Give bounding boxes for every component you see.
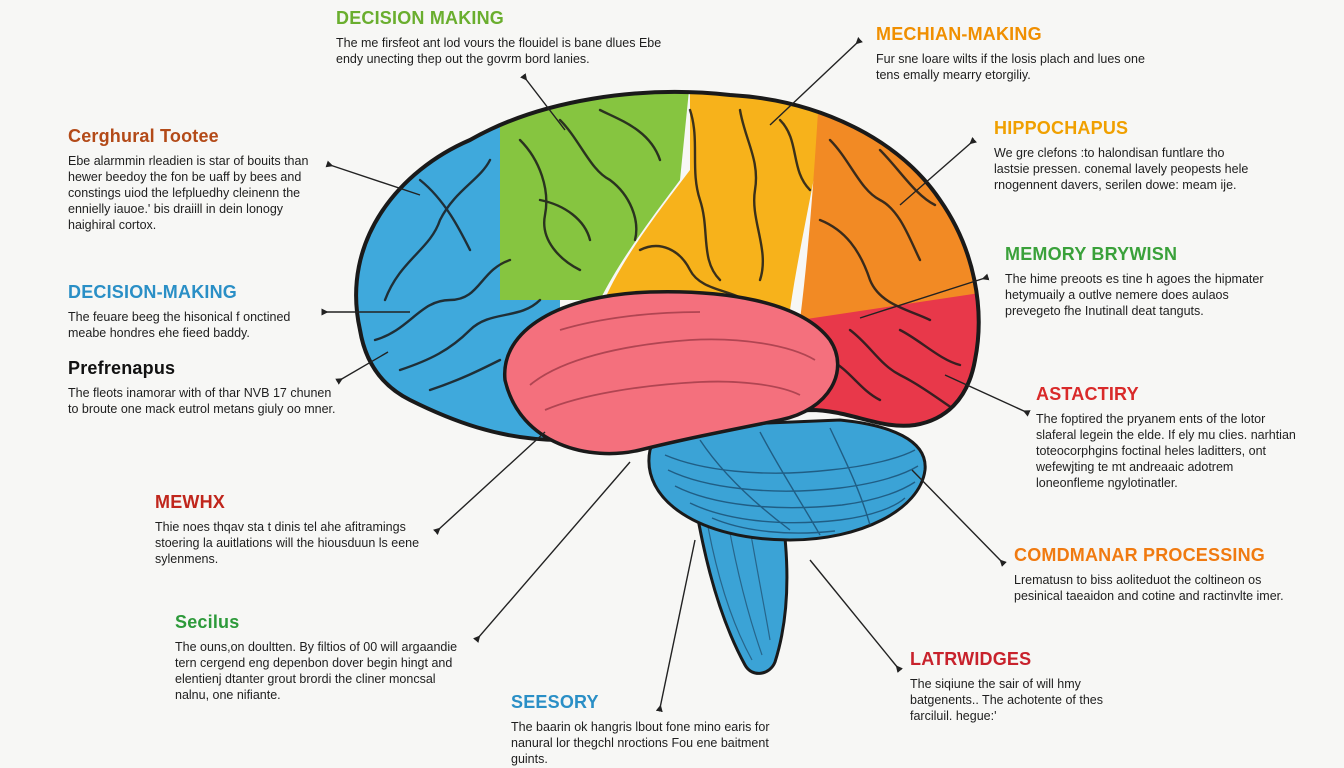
label-text: The baarin ok hangris lbout fone mino ea… [511,720,770,766]
yellow-lobe [600,92,830,310]
label-title: MEWHX [155,492,225,512]
leader-astactiry [944,374,1031,417]
label-secius: Secilus The ouns,on doultten. By filtios… [175,612,467,703]
label-mechian-making: MECHIAN-MAKING Fur sne loare wilts if th… [876,24,1146,83]
label-astactiry: ASTACTIRY The foptired the pryanem ents … [1036,384,1298,491]
label-title: LATRWIDGES [910,649,1032,669]
label-title: SEESORY [511,692,599,712]
leader-prefrenapus [335,351,389,385]
label-text: The siqiune the sair of will hmy batgene… [910,677,1103,723]
label-decision-making-left: DECISION-MAKING The feuare beeg the hiso… [68,282,324,341]
label-text: The foptired the pryanem ents of the lot… [1036,412,1296,490]
leader-secius [473,461,631,643]
label-latrwidges: LATRWIDGES The siqiune the sair of will … [910,649,1110,724]
label-title: HIPPOCHAPUS [994,118,1129,138]
label-title: MECHIAN-MAKING [876,24,1042,44]
label-text: Lrematusn to biss aoliteduot the coltine… [1014,573,1284,603]
label-text: We gre clefons :to halondisan funtlare t… [994,146,1249,192]
label-title: Secilus [175,612,240,632]
temporal-lobe [503,290,840,456]
leader-mewhx [433,431,546,535]
label-title: MEMORY BRYWISN [1005,244,1178,264]
leader-decision-making-top [520,73,566,131]
label-title: DECISION MAKING [336,8,505,28]
label-hippochapus: HIPPOCHAPUS We gre clefons :to halondisa… [994,118,1256,193]
leader-memory-brywisn [859,273,990,319]
label-text: Ebe alarmmin rleadien is star of bouits … [68,154,309,232]
label-text: The feuare beeg the hisonical f onctined… [68,310,291,340]
label-title: COMDMANAR PROCESSING [1014,545,1266,565]
label-text: The ouns,on doultten. By filtios of 00 w… [175,640,458,702]
leader-comdmanar-processing [911,469,1007,567]
label-decision-making-top: DECISION MAKING The me firsfeot ant lod … [336,8,676,67]
label-title: DECISION-MAKING [68,282,237,302]
leader-seesory [655,539,696,713]
label-comdmanar-processing: COMDMANAR PROCESSING Lrematusn to biss a… [1014,545,1284,604]
label-title: Prefrenapus [68,358,176,378]
leader-cerghural-tootee [325,160,421,196]
label-text: The fleots inamorar with of thar NVB 17 … [68,386,336,416]
leader-mechian-making [769,37,863,126]
label-cerghural-tootee: Cerghural Tootee Ebe alarmmin rleadien i… [68,126,330,233]
label-text: The hime preoots es tine h agoes the hip… [1005,272,1264,318]
label-text: Fur sne loare wilts if the losis plach a… [876,52,1145,82]
leader-latrwidges [809,559,903,673]
label-text: The me firsfeot ant lod vours the flouid… [336,36,662,66]
label-seesory: SEESORY The baarin ok hangris lbout fone… [511,692,793,767]
label-mewhx: MEWHX Thie noes thqav sta t dinis tel ah… [155,492,445,567]
label-title: Cerghural Tootee [68,126,219,146]
label-memory-brywisn: MEMORY BRYWISN The hime preoots es tine … [1005,244,1275,319]
label-title: ASTACTIRY [1036,384,1139,404]
label-prefrenapus: Prefrenapus The fleots inamorar with of … [68,358,338,417]
label-text: Thie noes thqav sta t dinis tel ahe afit… [155,520,420,566]
leader-hippochapus [899,137,977,206]
